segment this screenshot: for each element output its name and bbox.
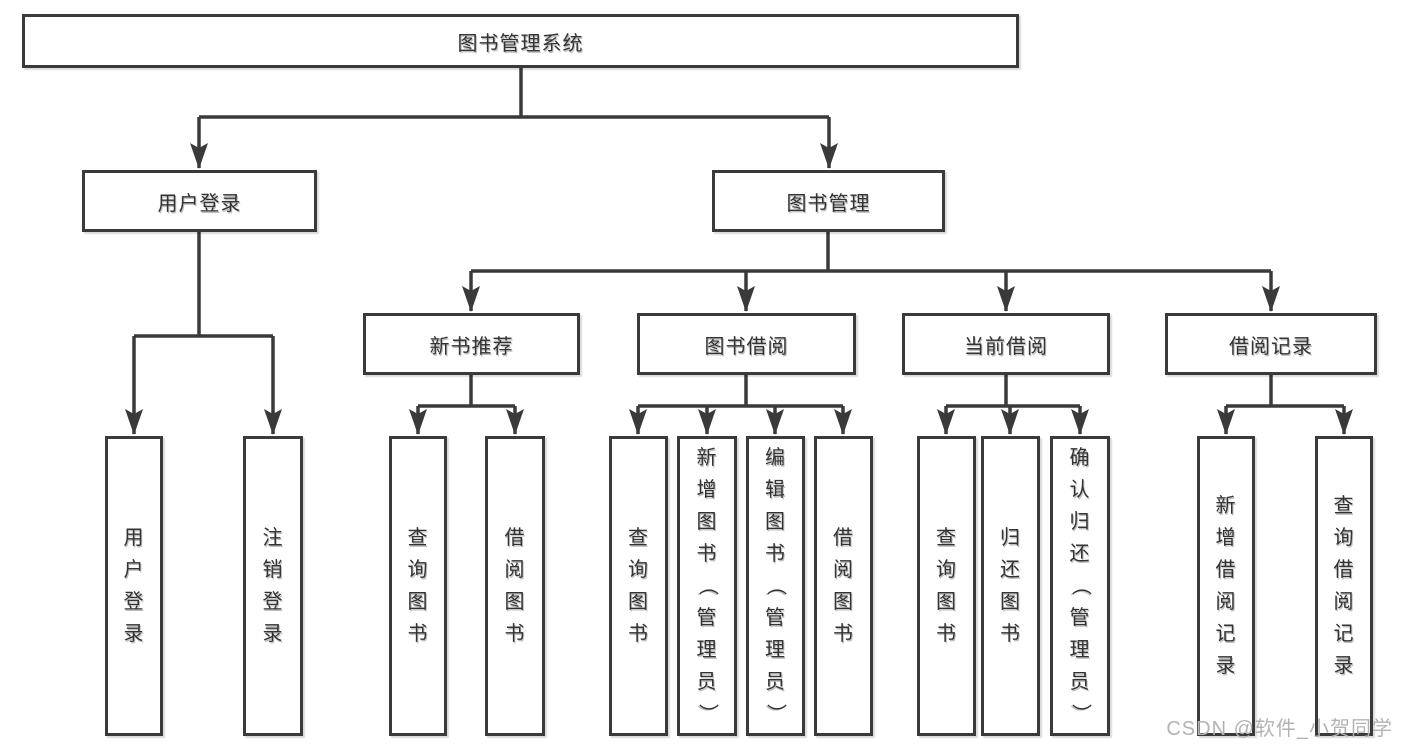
node-user-login: 用户登录 <box>82 170 317 232</box>
node-edit-book-admin: 编辑图书（管理员） <box>746 436 805 736</box>
node-query-borrow-record: 查询借阅记录 <box>1315 436 1373 736</box>
node-library-management-system: 图书管理系统 <box>22 14 1019 68</box>
node-add-book-admin: 新增图书（管理员） <box>677 436 737 736</box>
node-borrow-books-recommend: 借阅图书 <box>485 436 545 736</box>
node-query-books-recommend: 查询图书 <box>389 436 447 736</box>
node-confirm-return-admin: 确认归还（管理员） <box>1050 436 1110 736</box>
node-query-books-current: 查询图书 <box>917 436 976 736</box>
node-query-books-borrowing: 查询图书 <box>609 436 668 736</box>
node-book-borrowing: 图书借阅 <box>637 313 856 375</box>
node-current-borrowing: 当前借阅 <box>902 313 1110 375</box>
node-borrowing-records: 借阅记录 <box>1165 313 1377 375</box>
node-logout: 注销登录 <box>243 436 303 736</box>
node-book-management: 图书管理 <box>712 170 945 232</box>
node-return-books: 归还图书 <box>981 436 1040 736</box>
csdn-watermark: CSDN @软件_小贺同学 <box>1166 718 1393 740</box>
node-add-borrow-record: 新增借阅记录 <box>1197 436 1255 736</box>
node-user-login-leaf: 用户登录 <box>105 436 163 736</box>
node-borrow-books: 借阅图书 <box>814 436 873 736</box>
node-new-book-recommendation: 新书推荐 <box>363 313 580 375</box>
